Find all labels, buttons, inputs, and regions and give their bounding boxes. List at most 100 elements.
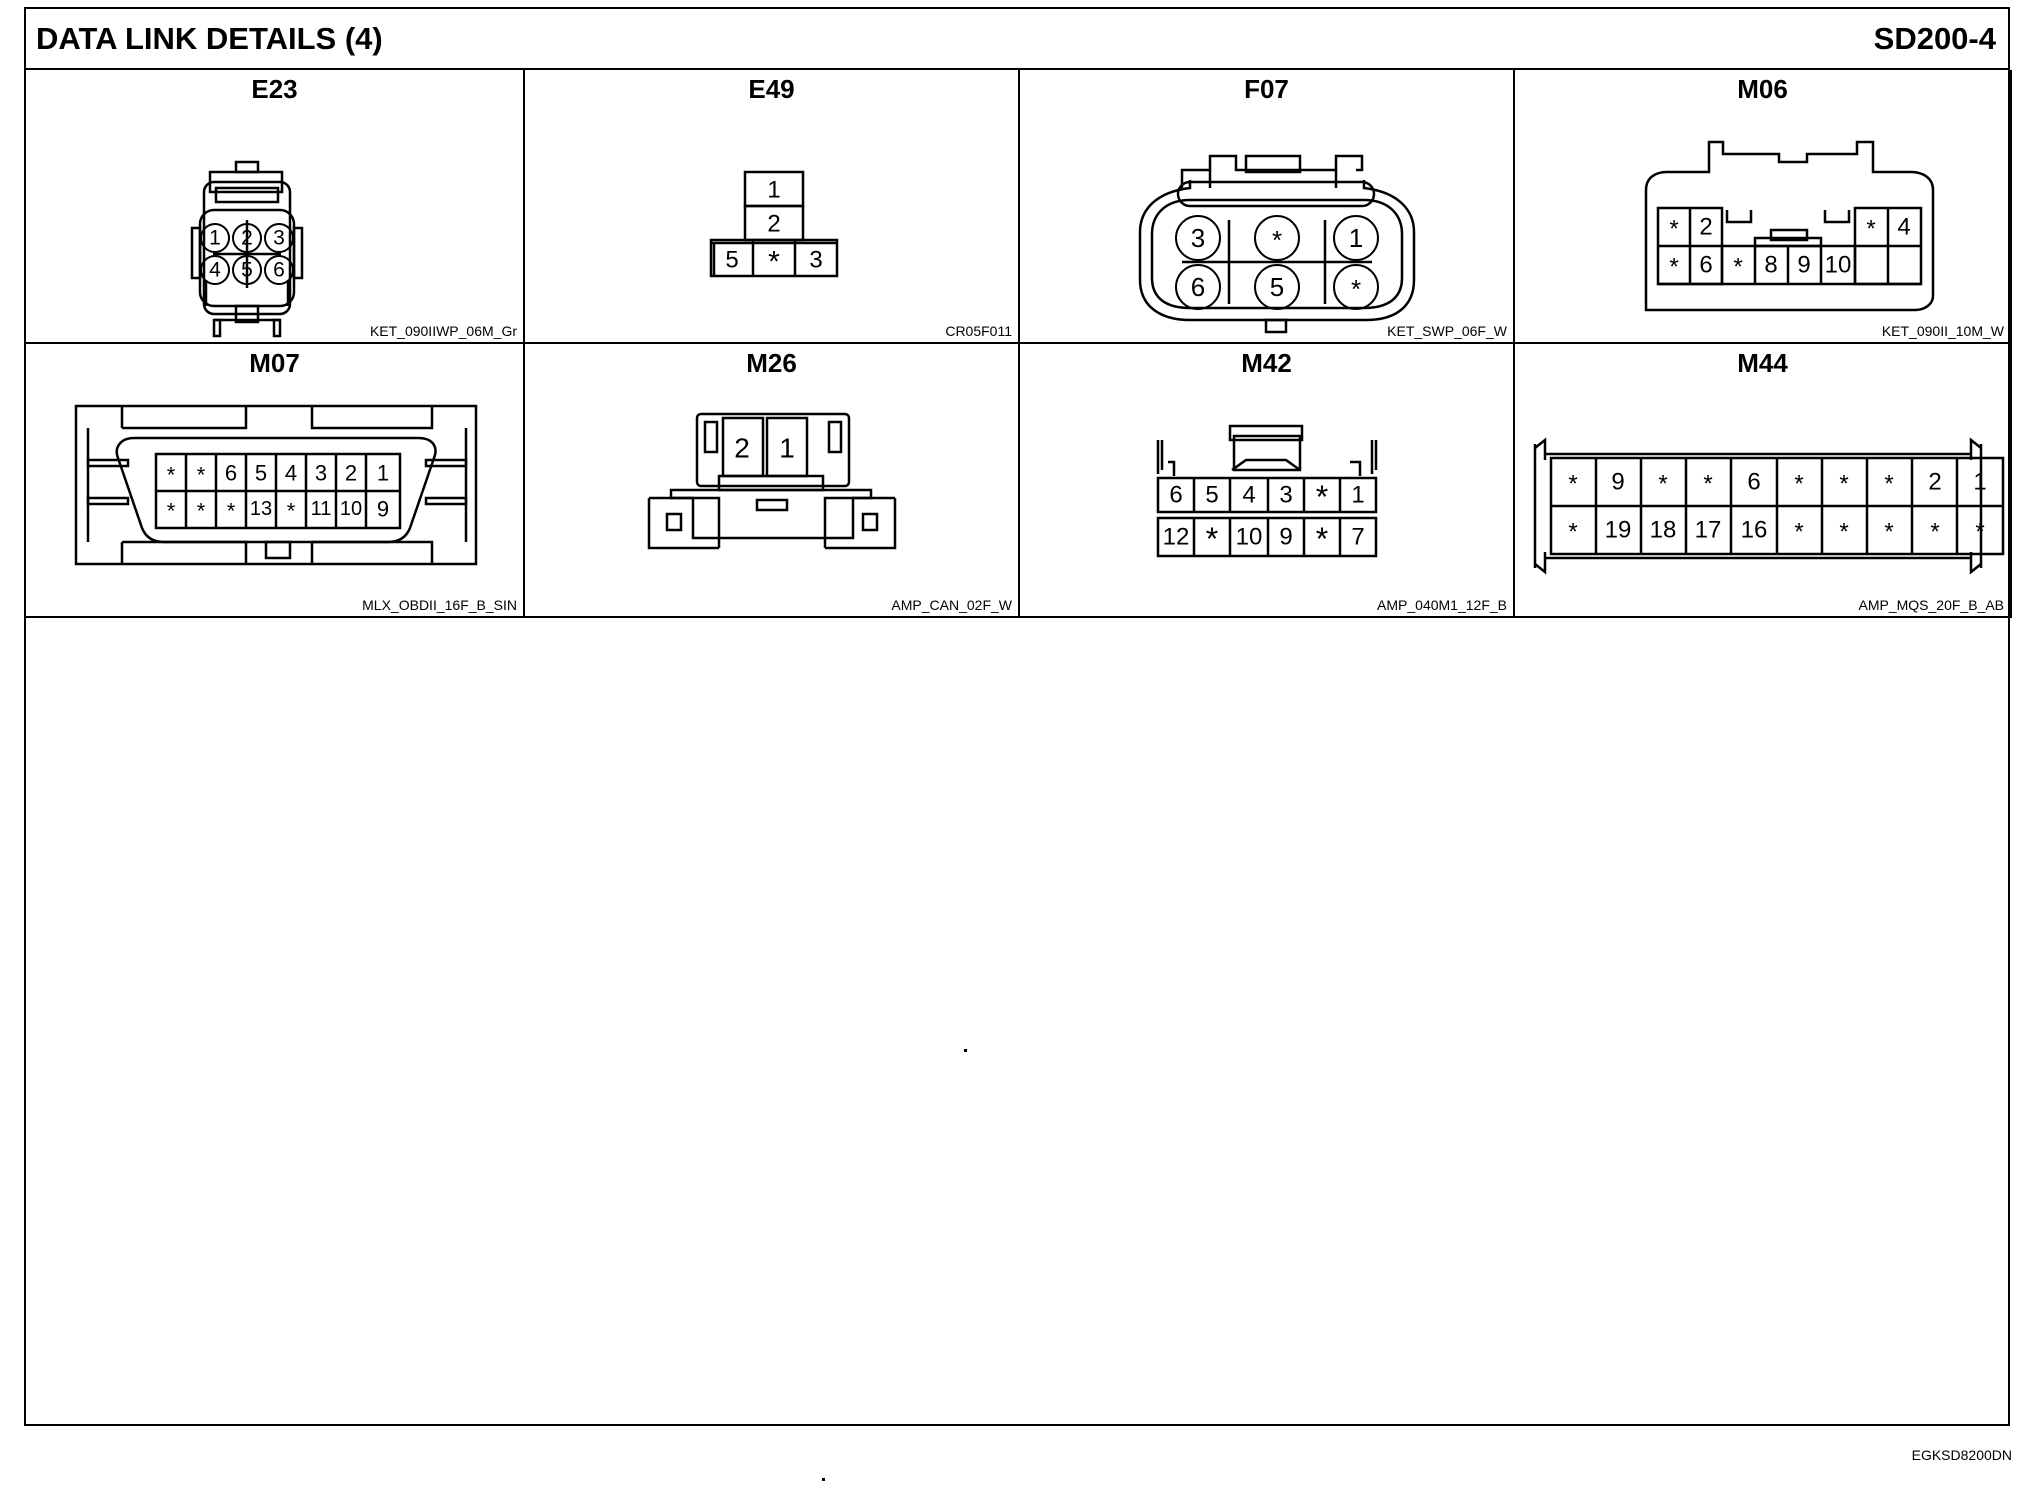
connector-cell-m44: M44 bbox=[1515, 344, 2012, 618]
connector-cell-f07: F07 3 bbox=[1020, 70, 1515, 344]
pin-label: 4 bbox=[1242, 482, 1255, 509]
pin-label: 9 bbox=[1611, 469, 1624, 496]
pin-label: 2 bbox=[241, 227, 253, 250]
pin-label: 9 bbox=[377, 497, 389, 522]
connector-cell-m42: M42 bbox=[1020, 344, 1515, 618]
connector-type: AMP_CAN_02F_W bbox=[891, 597, 1012, 613]
page-title: DATA LINK DETAILS (4) bbox=[36, 21, 383, 56]
connector-id: M06 bbox=[1737, 74, 1788, 104]
connector-e49-drawing: 1 2 5 * 3 bbox=[709, 170, 839, 279]
header-bar: DATA LINK DETAILS (4) SD200-4 bbox=[26, 9, 2008, 70]
pin-label: 6 bbox=[1747, 469, 1760, 496]
pin-label: 10 bbox=[1825, 252, 1852, 279]
pin-label: * bbox=[1206, 521, 1218, 557]
pin-label: * bbox=[1930, 519, 1939, 546]
pin-label: * bbox=[197, 499, 206, 524]
pin-label: 1 bbox=[779, 433, 795, 464]
pin-label: * bbox=[1669, 254, 1678, 281]
connector-type: KET_090IIWP_06M_Gr bbox=[369, 323, 517, 339]
connector-id: E23 bbox=[251, 74, 298, 104]
pin-label: 2 bbox=[345, 461, 357, 486]
pin-label: * bbox=[1839, 519, 1848, 546]
pin-label: 5 bbox=[725, 247, 738, 274]
pin-label: 11 bbox=[311, 498, 332, 520]
pin-label: * bbox=[1272, 225, 1282, 255]
pin-label: * bbox=[768, 246, 780, 279]
connector-type: KET_090II_10M_W bbox=[1881, 323, 2004, 339]
pin-label: * bbox=[1568, 519, 1577, 546]
connector-cell-e23: E23 bbox=[26, 70, 525, 344]
pin-label: 16 bbox=[1741, 517, 1768, 544]
pin-label: 19 bbox=[1605, 517, 1632, 544]
pin-label: * bbox=[287, 499, 296, 524]
pin-label: * bbox=[1733, 254, 1742, 281]
pin-label: 3 bbox=[315, 461, 327, 486]
pin-label: 10 bbox=[1236, 524, 1263, 551]
pin-label: 1 bbox=[209, 227, 221, 250]
pin-label: * bbox=[227, 499, 236, 524]
connector-cell-m26: M26 2 1 bbox=[525, 344, 1020, 618]
connector-m06-drawing: * 2 * 4 * 6 * 8 9 10 bbox=[1644, 140, 1935, 312]
connector-m07-drawing: * * 6 5 4 3 2 1 * * * 13 * 11 10 9 bbox=[74, 404, 478, 566]
connector-id: M26 bbox=[746, 348, 797, 378]
pin-label: * bbox=[1703, 471, 1712, 498]
pin-label: 6 bbox=[1191, 272, 1205, 302]
pin-label: 3 bbox=[1279, 482, 1292, 509]
pin-label: * bbox=[1884, 519, 1893, 546]
connector-cell-e49: E49 1 2 5 * 3 CR0 bbox=[525, 70, 1020, 344]
pin-label: 4 bbox=[209, 259, 221, 282]
pin-label: 17 bbox=[1695, 517, 1722, 544]
page-code: SD200-4 bbox=[1873, 21, 1996, 56]
pin-label: * bbox=[167, 463, 176, 488]
pin-label: 6 bbox=[1699, 252, 1712, 279]
pin-label: 4 bbox=[285, 461, 297, 486]
pin-label: 5 bbox=[1270, 272, 1284, 302]
pin-label: 1 bbox=[1351, 482, 1364, 509]
pin-label: 2 bbox=[734, 433, 750, 464]
connector-cell-m07: M07 bbox=[26, 344, 525, 618]
pin-label: 2 bbox=[1928, 469, 1941, 496]
diagram-sheet: DATA LINK DETAILS (4) SD200-4 E23 bbox=[24, 7, 2012, 1426]
connector-type: AMP_MQS_20F_B_AB bbox=[1858, 597, 2004, 613]
pin-label: 8 bbox=[1764, 252, 1777, 279]
connector-m44-drawing: * 9 * * 6 * * * 2 1 * 19 18 17 16 * * bbox=[1533, 437, 2005, 575]
connector-e23-drawing: 1 2 3 4 5 6 bbox=[190, 160, 304, 338]
pin-label: 5 bbox=[1205, 482, 1218, 509]
pin-label: 2 bbox=[1699, 214, 1712, 241]
connector-id: M44 bbox=[1737, 348, 1788, 378]
connector-type: AMP_040M1_12F_B bbox=[1377, 597, 1507, 613]
pin-label: 6 bbox=[225, 461, 237, 486]
pin-label: 1 bbox=[767, 177, 780, 204]
connector-type: KET_SWP_06F_W bbox=[1387, 323, 1507, 339]
pin-label: * bbox=[1351, 274, 1361, 304]
connector-f07-drawing: 3 * 1 6 5 * bbox=[1138, 154, 1416, 334]
stray-mark bbox=[822, 1478, 825, 1481]
connector-m42-drawing: 6 5 4 3 * 1 12 * 10 9 * 7 bbox=[1156, 424, 1378, 558]
connector-type: CR05F011 bbox=[945, 323, 1012, 339]
connector-grid: E23 bbox=[26, 70, 2012, 618]
connector-id: E49 bbox=[748, 74, 795, 104]
pin-label: * bbox=[1316, 521, 1328, 557]
connector-id: F07 bbox=[1244, 74, 1289, 104]
pin-label: 9 bbox=[1797, 252, 1810, 279]
pin-label: 3 bbox=[1191, 223, 1205, 253]
pin-label: * bbox=[1316, 479, 1328, 515]
document-code: EGKSD8200DN bbox=[1911, 1447, 2012, 1463]
pin-label: 6 bbox=[1169, 482, 1182, 509]
pin-label: 4 bbox=[1897, 214, 1910, 241]
pin-label: * bbox=[1839, 471, 1848, 498]
connector-id: M42 bbox=[1241, 348, 1292, 378]
pin-label: * bbox=[1669, 216, 1678, 243]
pin-label: * bbox=[1975, 519, 1984, 546]
pin-label: 5 bbox=[255, 461, 267, 486]
pin-label: 7 bbox=[1351, 524, 1364, 551]
pin-label: * bbox=[1568, 471, 1577, 498]
pin-label: 2 bbox=[767, 211, 780, 238]
pin-label: * bbox=[1794, 471, 1803, 498]
pin-label: 5 bbox=[241, 259, 253, 282]
connector-id: M07 bbox=[249, 348, 300, 378]
pin-label: 10 bbox=[340, 498, 362, 520]
connector-m26-drawing: 2 1 bbox=[647, 412, 897, 550]
pin-label: 13 bbox=[250, 498, 272, 520]
pin-label: * bbox=[167, 499, 176, 524]
